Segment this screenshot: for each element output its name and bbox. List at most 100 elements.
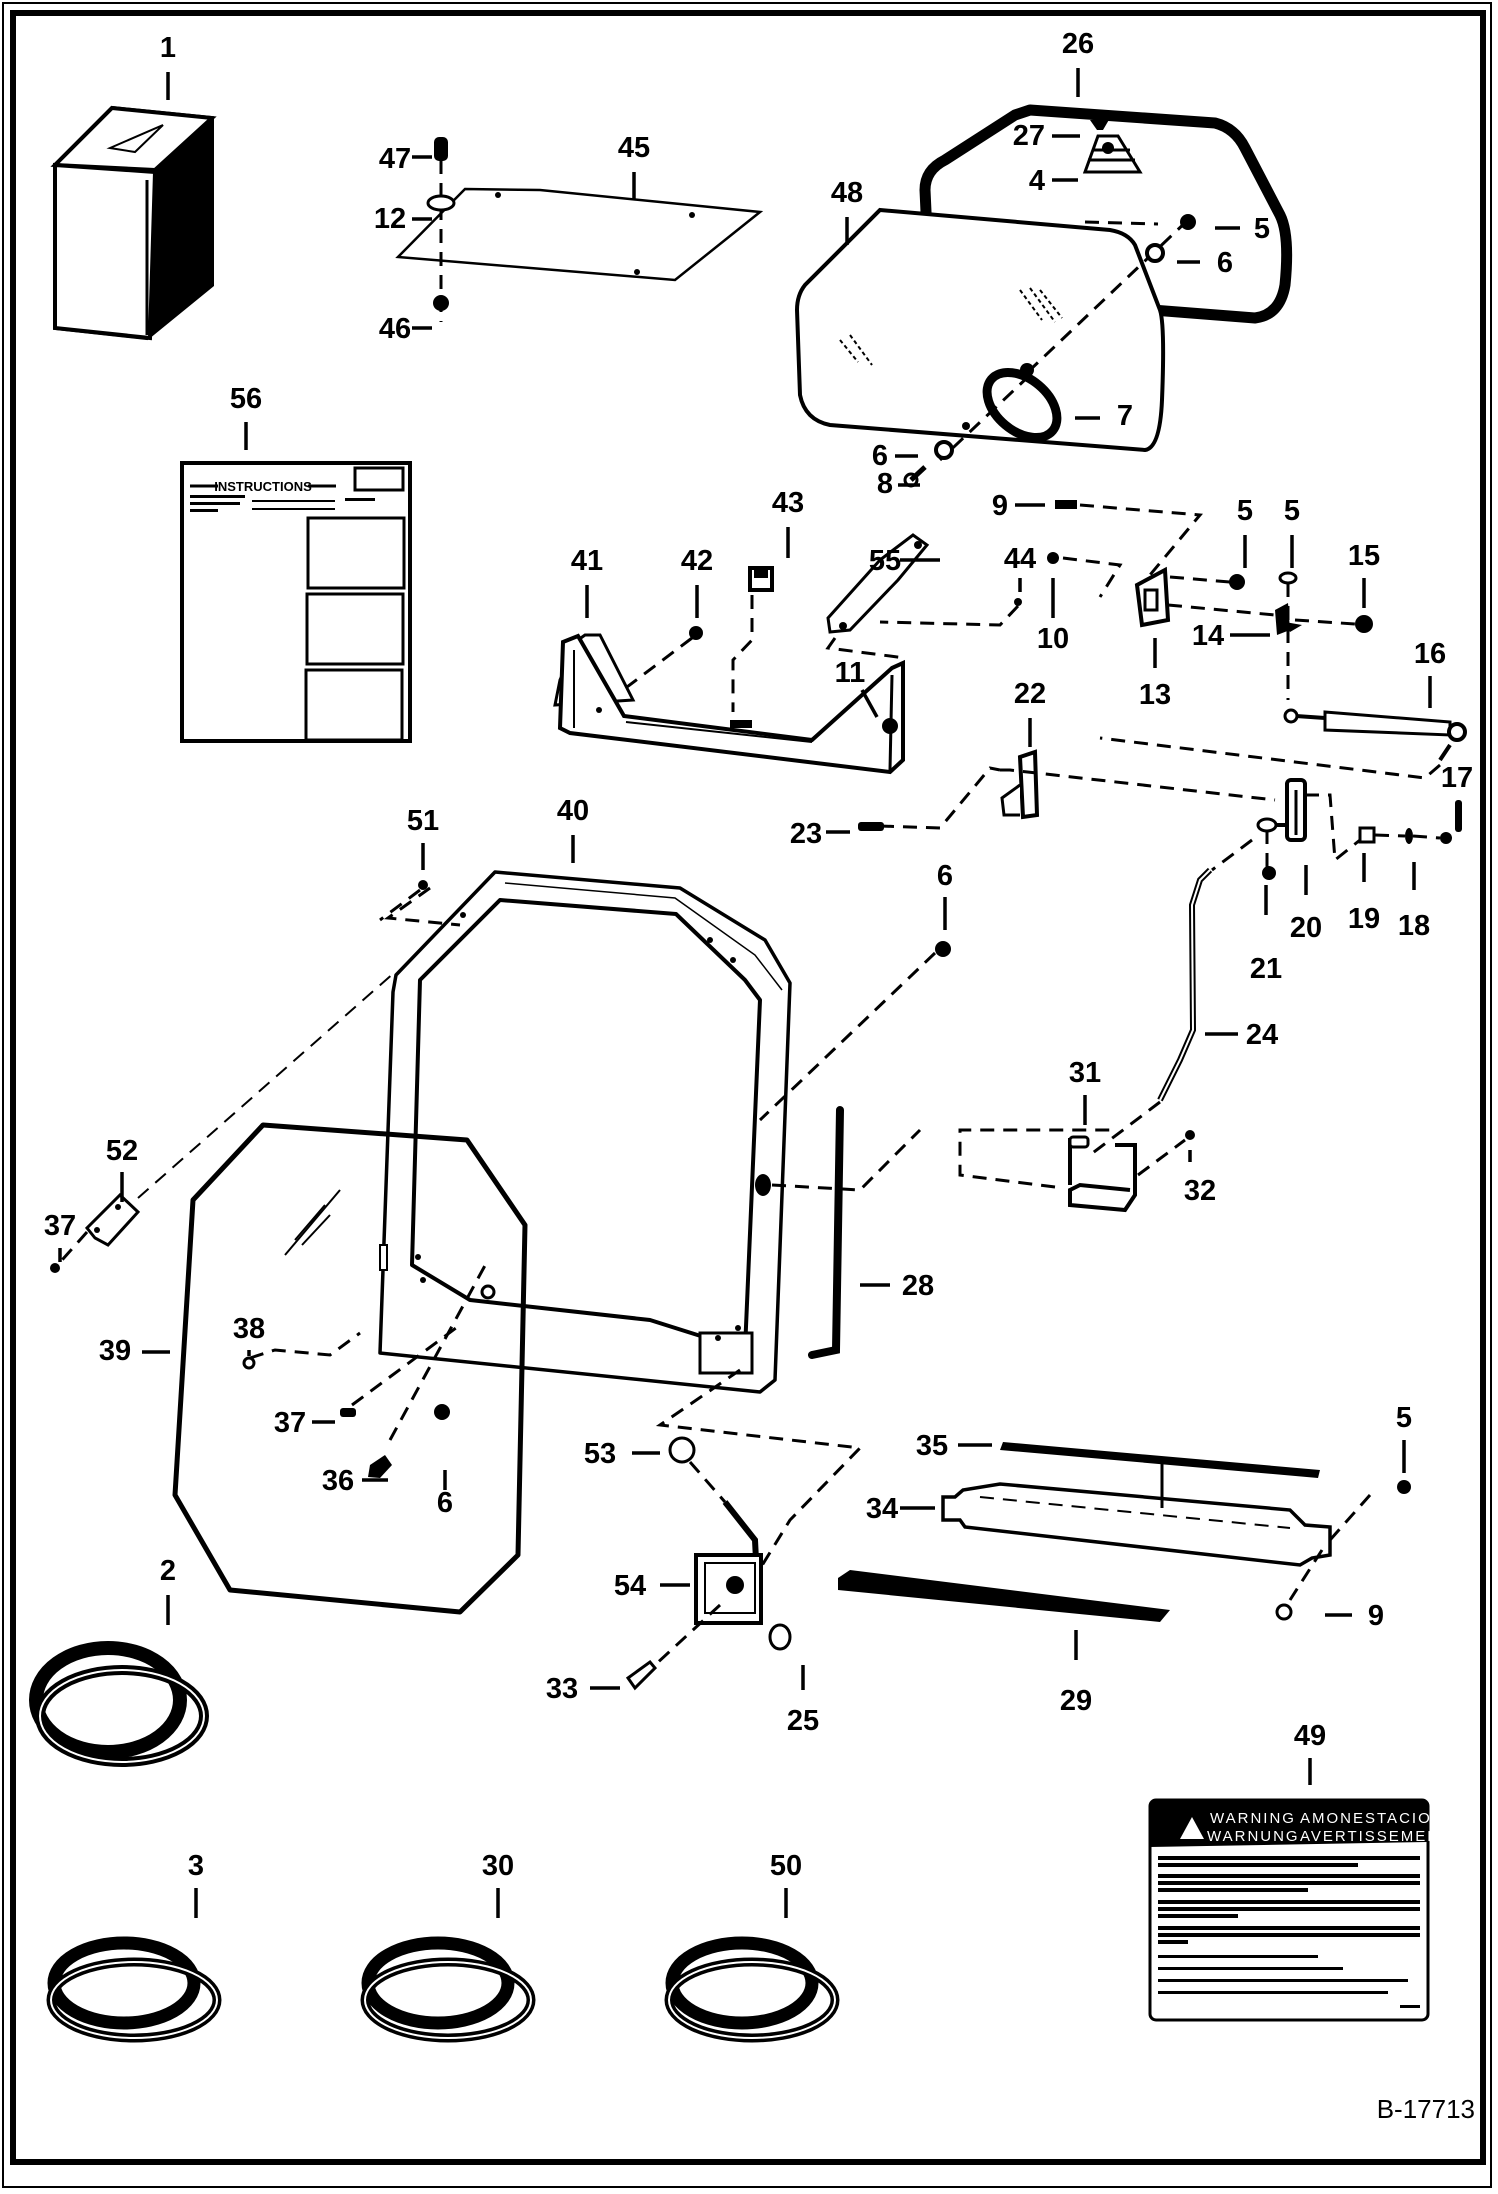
callout-24: 24: [1246, 1019, 1278, 1051]
part-34-channel: [941, 1458, 1332, 1567]
nut-21: [1262, 866, 1276, 880]
washer-6-top: [1145, 243, 1165, 263]
callout-11: 11: [835, 657, 866, 689]
callout-43: 43: [772, 487, 804, 519]
part-31-striker-bracket: [1068, 1135, 1137, 1213]
part-45-cover-panel: [395, 187, 764, 282]
pawl-33: [625, 1659, 658, 1691]
callout-9b: 9: [1368, 1600, 1384, 1632]
callout-52: 52: [106, 1135, 138, 1167]
part-1-kit-box: [50, 105, 217, 341]
part-40-door-frame: [378, 870, 792, 1394]
callout-18: 18: [1398, 910, 1430, 942]
warning-body-text-lines: [1158, 1856, 1420, 2008]
knob-36: [368, 1455, 392, 1478]
callout-leader-lines: [58, 68, 1432, 1918]
warning-heading-4: AVERTISSEMENT: [1300, 1828, 1451, 1845]
callout-41: 41: [571, 545, 603, 577]
part-24-rod: [1157, 867, 1213, 1102]
part-54-latch-housing: [694, 1553, 763, 1625]
screw-42: [689, 626, 703, 640]
part-35-strip: [1000, 1442, 1320, 1478]
nut-6-frame: [935, 941, 951, 957]
callout-50: 50: [770, 1850, 802, 1882]
callout-31: 31: [1069, 1057, 1101, 1089]
part-50-seal-coil: [664, 1936, 840, 2043]
callout-5d: 5: [1396, 1402, 1412, 1434]
screw-44: [1014, 598, 1022, 606]
bolt-9-lower: [1275, 1603, 1293, 1621]
part-30-seal-coil: [360, 1936, 536, 2043]
callout-10: 10: [1037, 623, 1069, 655]
warning-heading-2: AMONESTACION: [1300, 1810, 1445, 1827]
callout-27: 27: [1013, 120, 1045, 152]
callout-2: 2: [160, 1555, 176, 1587]
part-16-gas-strut: [1283, 708, 1467, 762]
callout-6c: 6: [937, 860, 953, 892]
part-39-door-glass: [172, 1122, 528, 1615]
warning-heading-3: WARNUNG: [1207, 1828, 1300, 1845]
part-3-seal-coil: [46, 1936, 222, 2043]
fastener-stack-47-12-46: [426, 137, 456, 322]
callout-12: 12: [374, 203, 406, 235]
part-13-hinge-block: [1134, 566, 1171, 628]
callout-1: 1: [160, 32, 176, 64]
part-29-seal: [838, 1570, 1170, 1622]
inner-frame-border: [10, 10, 1486, 2165]
part-28-seal-strip: [808, 1106, 844, 1359]
part-2-seal-coil: [29, 1641, 209, 1767]
leader-5-6-axis: [1028, 218, 1190, 372]
callout-5c: 5: [1284, 495, 1300, 527]
nut-51: [418, 880, 428, 890]
callout-54: 54: [614, 1570, 646, 1602]
screw-32: [1185, 1130, 1195, 1140]
leader-handle-axis: [938, 373, 1032, 462]
callout-4: 4: [1029, 165, 1045, 197]
callout-23: 23: [790, 818, 822, 850]
callout-9a: 9: [992, 490, 1008, 522]
callout-19: 19: [1348, 903, 1380, 935]
callout-6d: 6: [437, 1487, 453, 1519]
callout-8: 8: [877, 468, 893, 500]
callout-51: 51: [407, 805, 439, 837]
callout-26: 26: [1062, 28, 1094, 60]
part-26-seal: [919, 104, 1293, 324]
part-41-bracket: [553, 633, 905, 775]
part-49-warning-decal: WARNING AMONESTACION WARNUNG AVERTISSEME…: [1148, 1798, 1451, 2022]
callout-22: 22: [1014, 678, 1046, 710]
callout-37a: 37: [44, 1210, 76, 1242]
part-56-instruction-sheet: INSTRUCTIONS: [180, 461, 412, 743]
callout-6a: 6: [1217, 247, 1233, 279]
callout-45: 45: [618, 132, 650, 164]
cap-53: [668, 1436, 696, 1464]
callout-47: 47: [379, 143, 411, 175]
callout-38: 38: [233, 1313, 265, 1345]
callout-20: 20: [1290, 912, 1322, 944]
washer-5-hinge: [1278, 571, 1298, 585]
callout-29: 29: [1060, 1685, 1092, 1717]
part-52-hinge: [84, 1192, 141, 1247]
callout-13: 13: [1139, 679, 1171, 711]
bolt-17: [1440, 832, 1452, 844]
part-14-bracket: [1275, 603, 1302, 635]
callout-56: 56: [230, 383, 262, 415]
bushing-19: [1358, 826, 1376, 844]
bolt-10: [1047, 552, 1059, 564]
screw-23: [858, 822, 884, 831]
callout-53: 53: [584, 1438, 616, 1470]
callout-7: 7: [1117, 400, 1133, 432]
callout-15: 15: [1348, 540, 1380, 572]
callout-30: 30: [482, 1850, 514, 1882]
part-48-window-glass: [794, 207, 1166, 453]
leader-line-11: [860, 689, 879, 718]
nut-6-glass: [434, 1404, 450, 1420]
callout-34: 34: [866, 1493, 898, 1525]
callout-28: 28: [902, 1270, 934, 1302]
callout-36: 36: [322, 1465, 354, 1497]
callout-35: 35: [916, 1430, 948, 1462]
callout-17: 17: [1441, 762, 1473, 794]
callout-6b: 6: [872, 440, 888, 472]
warning-heading-1: WARNING: [1210, 1810, 1296, 1827]
